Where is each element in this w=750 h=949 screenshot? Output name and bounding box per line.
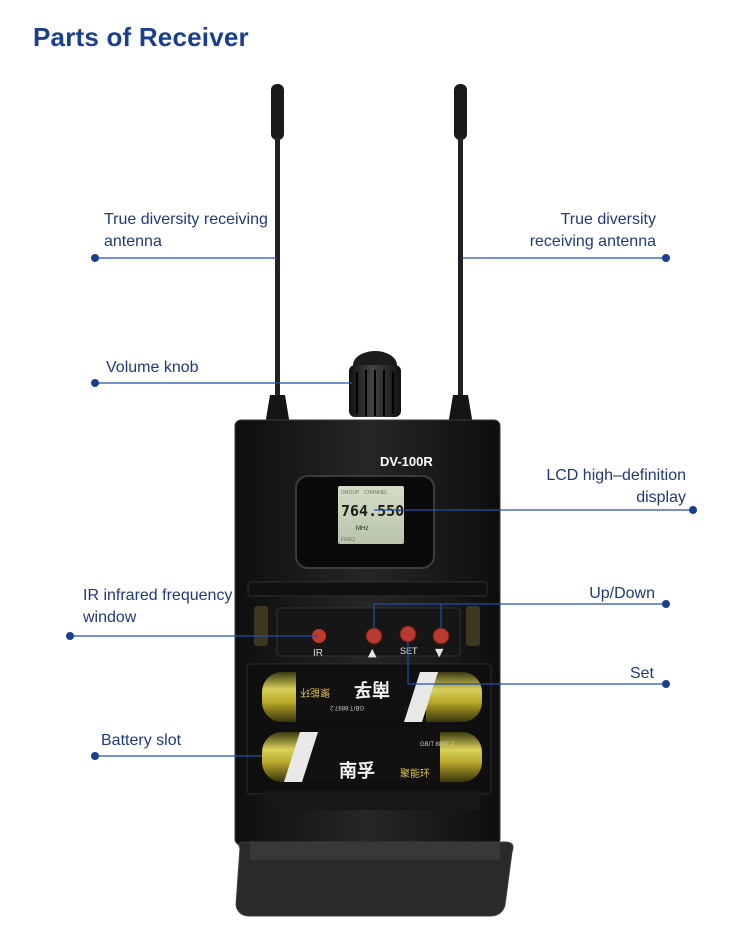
lcd-tag-freq: FREQ — [341, 537, 355, 543]
volume-knob — [349, 351, 401, 417]
callout-lines — [66, 254, 697, 760]
callout-antenna-right-text: True diversity receiving antenna — [529, 211, 656, 250]
ir-window — [312, 629, 326, 643]
callout-antenna-left: True diversity receiving antenna — [104, 209, 274, 253]
lcd-display: GROUP CHANNEL 764.550 MHz FREQ — [295, 475, 435, 569]
down-arrow-icon: ▼ — [435, 646, 444, 659]
lcd-unit: MHz — [356, 526, 368, 532]
lcd-tag-channel: CHANNEL — [364, 490, 388, 496]
callout-up-down-text: Up/Down — [589, 585, 655, 602]
battery-standard-top: GB/T 8897.2 — [329, 704, 364, 710]
battery-brand-top: 南孚 — [354, 678, 390, 700]
antenna-left — [265, 84, 290, 425]
callout-volume-knob-text: Volume knob — [106, 359, 199, 376]
callout-set: Set — [600, 663, 654, 685]
up-button[interactable] — [365, 627, 383, 645]
ir-label: IR — [313, 648, 323, 659]
lcd-tag-group: GROUP — [341, 490, 360, 496]
antenna-right — [448, 84, 473, 425]
down-button[interactable] — [432, 627, 450, 645]
callout-antenna-right: True diversity receiving antenna — [500, 209, 656, 253]
battery-brand-bottom: 南孚 — [339, 760, 375, 782]
up-arrow-icon: ▲ — [368, 646, 377, 659]
battery-brand-sub-bottom: 聚能环 — [400, 767, 430, 780]
callout-lcd: LCD high–definition display — [520, 465, 686, 509]
battery-standard-bottom: GB/T 8897.2 — [420, 742, 455, 748]
callout-antenna-left-text: True diversity receiving antenna — [104, 211, 268, 250]
callout-ir-window: IR infrared frequency window — [83, 585, 233, 629]
callout-volume-knob: Volume knob — [106, 357, 199, 379]
lcd-frequency: 764.550 — [341, 502, 404, 520]
callout-battery-slot: Battery slot — [101, 730, 181, 752]
callout-set-text: Set — [629, 665, 654, 682]
belt-clip — [235, 790, 514, 917]
callout-ir-window-text: IR infrared frequency window — [83, 587, 233, 626]
page-title: Parts of Receiver — [33, 22, 249, 52]
model-label: DV-100R — [380, 454, 433, 469]
set-button[interactable] — [399, 625, 417, 643]
callout-lcd-text: LCD high–definition display — [546, 467, 686, 506]
callout-battery-slot-text: Battery slot — [101, 732, 182, 749]
callout-up-down: Up/Down — [560, 583, 655, 605]
battery-brand-sub-top: 聚能环 — [300, 686, 330, 699]
set-label: SET — [400, 646, 418, 656]
